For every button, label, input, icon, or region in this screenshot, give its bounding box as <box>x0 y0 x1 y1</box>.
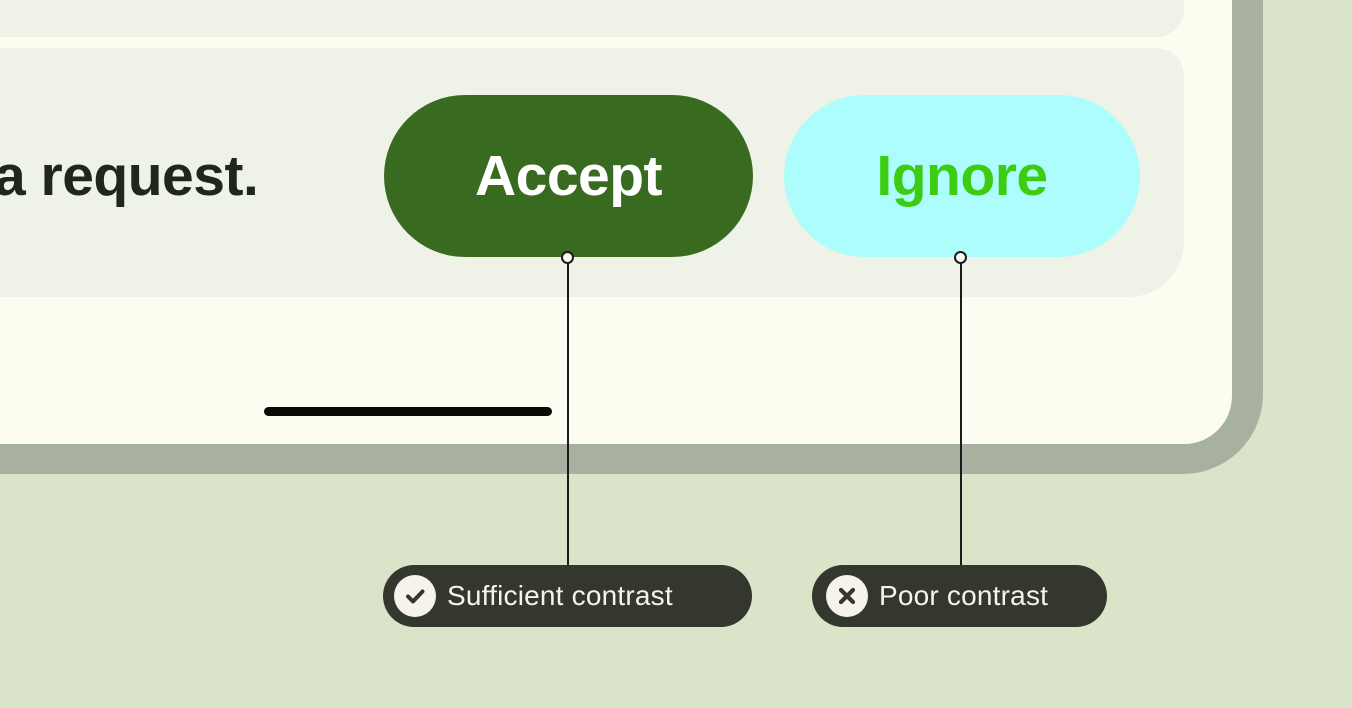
ignore-button[interactable]: Ignore <box>784 95 1140 257</box>
connector-dot-ignore <box>954 251 967 264</box>
sufficient-contrast-callout: Sufficient contrast <box>383 565 752 627</box>
connector-line-accept <box>567 263 569 566</box>
notification-message: a request. <box>0 144 259 208</box>
connector-dot-accept <box>561 251 574 264</box>
top-content-strip <box>0 0 1184 37</box>
callout-label: Poor contrast <box>879 580 1049 611</box>
connector-line-ignore <box>960 263 962 566</box>
callout-label: Sufficient contrast <box>447 580 673 611</box>
x-circle-icon <box>826 575 868 617</box>
home-indicator-bar <box>264 407 552 416</box>
check-circle-icon <box>394 575 436 617</box>
poor-contrast-callout: Poor contrast <box>812 565 1107 627</box>
accept-button[interactable]: Accept <box>384 95 753 257</box>
